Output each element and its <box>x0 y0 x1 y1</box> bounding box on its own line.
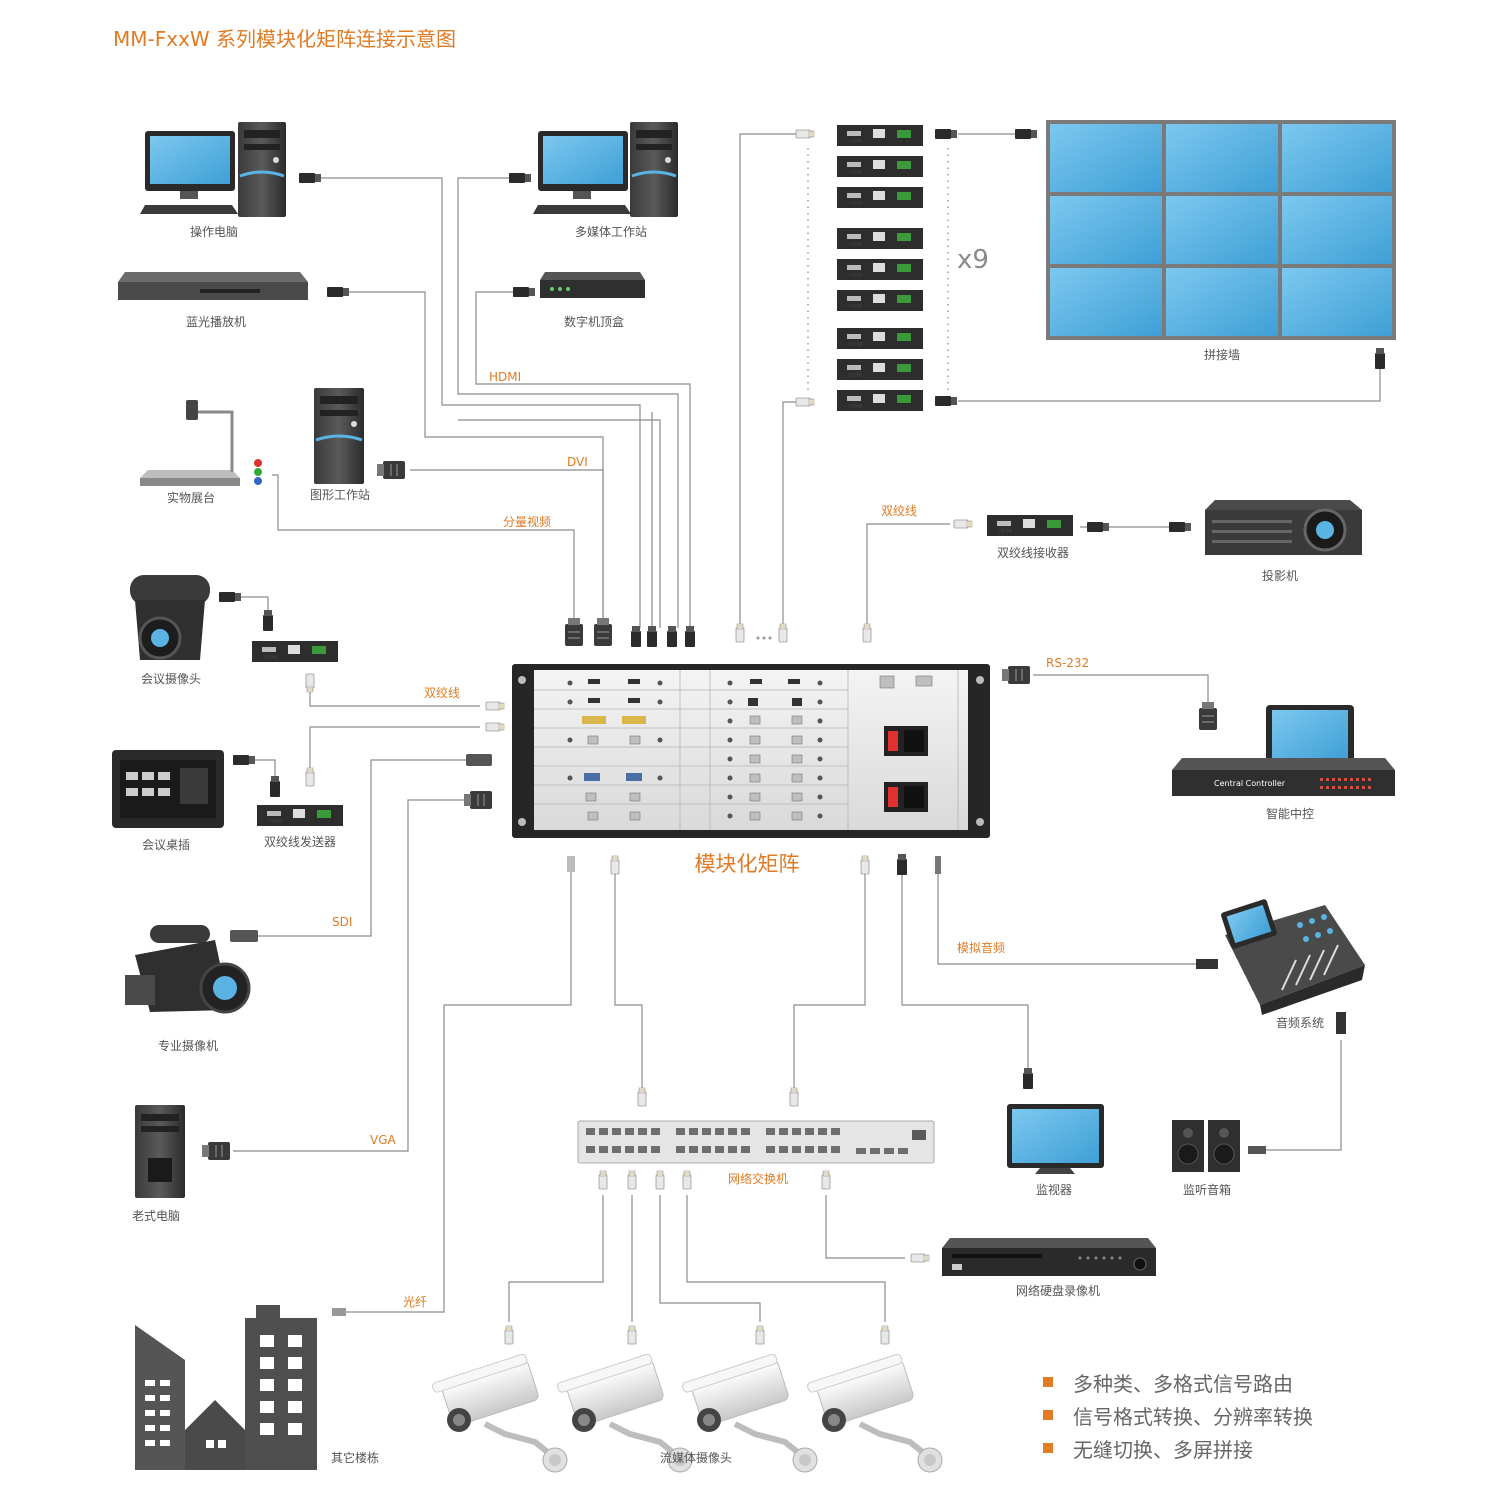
legacy-pc-label: 老式电脑 <box>132 1209 180 1223</box>
audio-mixer <box>1221 899 1365 1015</box>
central-controller <box>1172 705 1395 796</box>
other-buildings-label: 其它楼栋 <box>331 1450 379 1465</box>
bluray-label: 蓝光播放机 <box>186 314 246 329</box>
other-buildings <box>135 1305 317 1470</box>
monitor <box>1007 1104 1104 1174</box>
switch-label: 网络交换机 <box>728 1171 788 1186</box>
settop-box <box>540 272 645 298</box>
tp-transmitter <box>257 805 343 826</box>
signal-fiber: 光纤 <box>403 1295 427 1309</box>
projector-label: 投影机 <box>1262 568 1298 583</box>
tp-receiver-label: 双绞线接收器 <box>997 545 1069 560</box>
feature-2: 信号格式转换、分辨率转换 <box>1073 1405 1313 1429</box>
wires <box>233 133 1381 1322</box>
document-camera-label: 实物展台 <box>167 490 215 505</box>
settop-label: 数字机顶盒 <box>564 314 624 329</box>
feature-list: 多种类、多格式信号路由 信号格式转换、分辨率转换 无缝切换、多屏拼接 <box>1043 1372 1313 1462</box>
speakers <box>1172 1120 1240 1172</box>
modular-matrix <box>512 664 990 838</box>
streaming-cameras-label: 流媒体摄像头 <box>660 1450 732 1465</box>
signal-dvi: DVI <box>567 455 588 469</box>
graphics-workstation <box>314 388 364 484</box>
central-control-label: 智能中控 <box>1266 806 1314 821</box>
signal-component: 分量视频 <box>503 514 551 529</box>
controller-text: Central Controller <box>1214 779 1286 788</box>
signal-twisted-pair-left: 双绞线 <box>424 685 460 700</box>
connectors <box>201 129 1385 1345</box>
ip-camera-1 <box>432 1353 567 1472</box>
conference-table-box-label: 会议桌插 <box>142 838 190 852</box>
pro-camera-label: 专业摄像机 <box>158 1038 218 1053</box>
signal-twisted-pair-right: 双绞线 <box>881 503 917 518</box>
matrix-label: 模块化矩阵 <box>695 852 800 876</box>
media-workstation-label: 多媒体工作站 <box>575 225 647 239</box>
network-switch <box>577 1120 935 1164</box>
projector <box>1205 500 1362 555</box>
feature-3: 无缝切换、多屏拼接 <box>1073 1438 1253 1462</box>
feature-bullet <box>1043 1443 1053 1453</box>
conference-camera-label: 会议摄像头 <box>141 671 201 686</box>
tp-receiver-stack <box>837 125 923 411</box>
conference-table-box <box>112 750 224 828</box>
signal-vga: VGA <box>370 1133 397 1147</box>
conference-camera <box>130 575 210 660</box>
signal-hdmi: HDMI <box>489 370 521 384</box>
signal-rs232: RS-232 <box>1046 656 1089 670</box>
pro-camera <box>125 925 251 1014</box>
video-wall <box>1046 120 1396 340</box>
feature-bullet <box>1043 1377 1053 1387</box>
nvr <box>942 1238 1156 1276</box>
speakers-label: 监听音箱 <box>1183 1182 1231 1197</box>
document-camera <box>140 400 240 486</box>
feature-bullet <box>1043 1410 1053 1420</box>
feature-1: 多种类、多格式信号路由 <box>1073 1372 1293 1396</box>
tp-transmitter-label: 双绞线发送器 <box>264 834 336 849</box>
signal-sdi: SDI <box>332 915 352 929</box>
media-workstation <box>533 122 678 217</box>
video-wall-label: 拼接墙 <box>1204 347 1240 362</box>
nvr-label: 网络硬盘录像机 <box>1016 1283 1100 1298</box>
monitor-label: 监视器 <box>1036 1182 1072 1197</box>
graphics-workstation-label: 图形工作站 <box>310 488 370 502</box>
ip-camera-4 <box>807 1353 942 1472</box>
multiplier-label: x9 <box>957 245 989 275</box>
tp-receiver <box>987 515 1073 536</box>
diagram-title: MM-FxxW 系列模块化矩阵连接示意图 <box>113 27 456 51</box>
legacy-pc <box>135 1105 185 1198</box>
audio-system-label: 音频系统 <box>1276 1015 1324 1030</box>
tp-extender-camera <box>252 641 338 662</box>
operator-pc-label: 操作电脑 <box>190 224 238 239</box>
signal-analog-audio: 模拟音频 <box>957 940 1005 955</box>
operator-pc <box>140 122 286 217</box>
bluray-player <box>118 272 308 300</box>
